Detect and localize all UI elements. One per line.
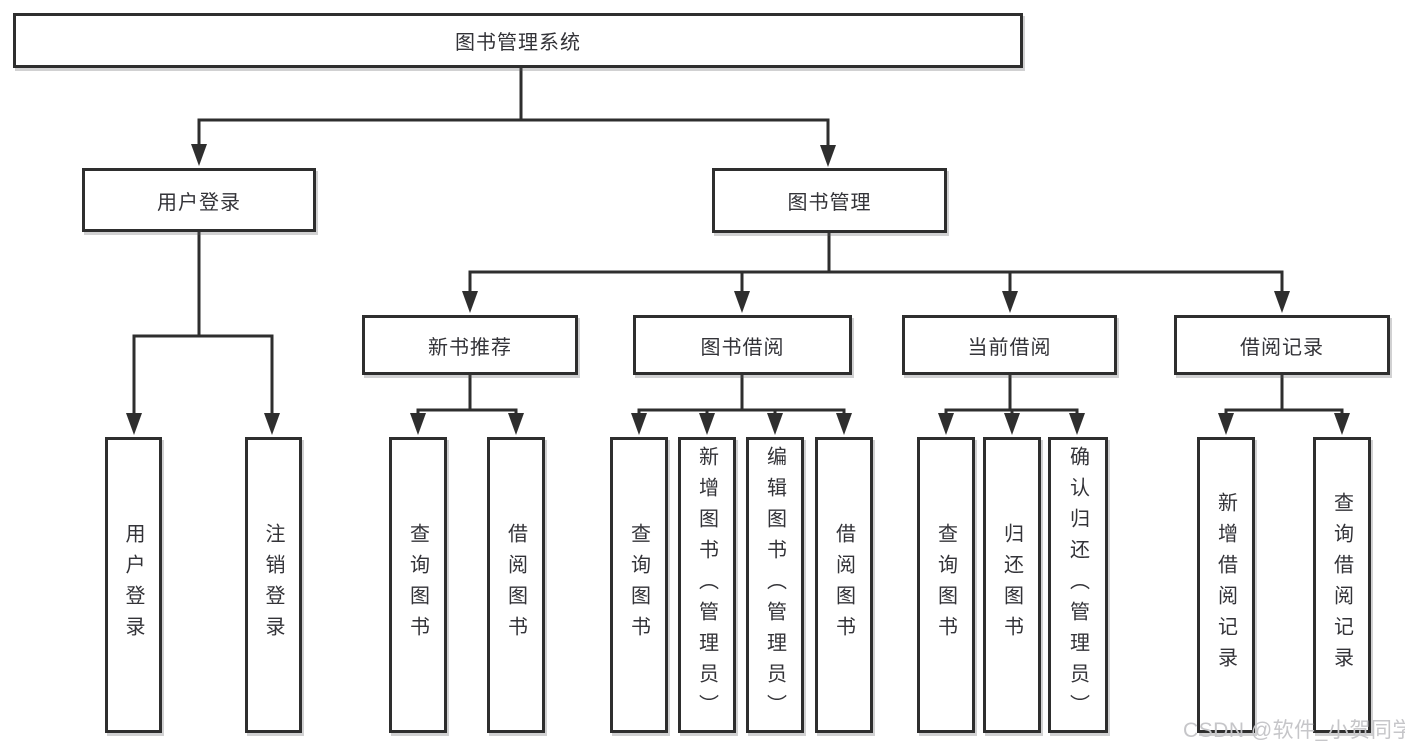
node-book-management: 图书管理 <box>712 168 947 233</box>
node-logout-leaf: 注销登录 <box>245 437 302 733</box>
node-borrow-books-leaf: 借阅图书 <box>815 437 873 733</box>
node-system-root: 图书管理系统 <box>13 13 1023 68</box>
edge-bookmgmt-bar <box>468 270 1284 295</box>
node-borrowing-records: 借阅记录 <box>1174 315 1390 375</box>
arrowhead-icon <box>767 413 783 435</box>
node-query-books-recommend: 查询图书 <box>389 437 447 733</box>
node-add-borrow-record: 新增借阅记录 <box>1197 437 1255 733</box>
node-book-borrowing: 图书借阅 <box>633 315 852 375</box>
node-confirm-return-admin: 确认归还（管理员） <box>1048 437 1108 733</box>
arrowhead-icon <box>734 291 750 313</box>
edge-recommend-bar <box>416 408 518 416</box>
arrowhead-icon <box>126 413 142 435</box>
arrowhead-icon <box>1274 291 1290 313</box>
node-return-books: 归还图书 <box>983 437 1041 733</box>
edge-records-bar <box>1224 408 1344 416</box>
node-edit-books-admin: 编辑图书（管理员） <box>746 437 804 733</box>
arrowhead-icon <box>938 413 954 435</box>
edge-userlogin-bar <box>132 334 274 418</box>
csdn-watermark: CSDN @软件_小贺同学 <box>1183 719 1405 742</box>
node-add-books-admin: 新增图书（管理员） <box>678 437 736 733</box>
node-borrow-books-recommend: 借阅图书 <box>487 437 545 733</box>
edge-borrowing-bar <box>637 408 846 416</box>
arrowhead-icon <box>508 413 524 435</box>
arrowhead-icon <box>699 413 715 435</box>
arrowhead-icon <box>462 291 478 313</box>
arrowhead-icon <box>410 413 426 435</box>
arrowhead-icon <box>1069 413 1085 435</box>
arrowhead-icon <box>1218 413 1234 435</box>
node-query-books-current: 查询图书 <box>917 437 975 733</box>
arrowhead-icon <box>1334 413 1350 435</box>
node-new-book-recommendation: 新书推荐 <box>362 315 578 375</box>
node-current-borrowing: 当前借阅 <box>902 315 1117 375</box>
arrowhead-icon <box>631 413 647 435</box>
node-query-books-borrow: 查询图书 <box>610 437 668 733</box>
node-query-borrow-record: 查询借阅记录 <box>1313 437 1371 733</box>
arrowheads <box>126 144 1350 435</box>
arrowhead-icon <box>1002 291 1018 313</box>
arrowhead-icon <box>1004 413 1020 435</box>
node-user-login: 用户登录 <box>82 168 316 232</box>
arrowhead-icon <box>836 413 852 435</box>
node-login-leaf: 用户登录 <box>105 437 162 733</box>
edge-root-bar <box>197 118 830 148</box>
arrowhead-icon <box>820 145 836 167</box>
arrowhead-icon <box>191 144 207 166</box>
arrowhead-icon <box>264 413 280 435</box>
